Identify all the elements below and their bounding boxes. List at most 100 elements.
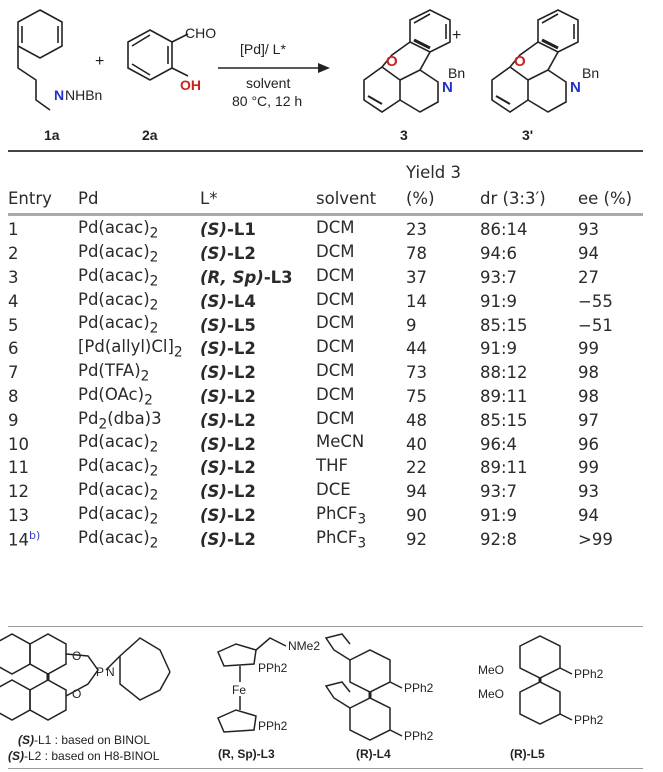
l5-label: (R)-L5: [510, 747, 545, 761]
col-yield: Yield 3(%): [406, 160, 480, 218]
product1-o: O: [386, 53, 398, 70]
pd-cell: [Pd(allyl)Cl]2: [78, 337, 183, 361]
ligand-structures: O O P N Fe NMe2 PPh2 PPh2 PPh2 PPh2 MeO …: [0, 633, 604, 763]
catalyst-label: [Pd]/ L*: [240, 41, 286, 57]
ee-cell: 99: [578, 458, 599, 478]
entry-cell: 12: [8, 482, 29, 502]
l3-fe: Fe: [232, 683, 246, 697]
product1-label: 3: [400, 127, 408, 143]
dr-cell: 92:8: [480, 529, 518, 549]
ligand-cell: (S)-L2: [200, 244, 256, 264]
l2-caption: (S)-L2 : based on H8-BINOL: [8, 749, 160, 763]
solvent-cell: DCM: [316, 218, 355, 238]
ee-cell: −51: [578, 315, 613, 335]
ligand-cell: (S)-L2: [200, 386, 256, 406]
table-top-rule: [8, 150, 643, 152]
l1-atom-o1: O: [72, 649, 81, 663]
ligand-cell: (S)-L2: [200, 505, 256, 525]
footnote-mark: b): [29, 529, 41, 542]
header-rule: [8, 213, 643, 216]
yield-cell: 90: [406, 505, 427, 525]
ee-cell: 94: [578, 505, 599, 525]
arrow-head: [318, 63, 330, 73]
yield-cell: 9: [406, 315, 417, 335]
entry-cell: 3: [8, 267, 19, 287]
ee-cell: 93: [578, 220, 599, 240]
dr-cell: 88:12: [480, 363, 528, 383]
yield-cell: 40: [406, 434, 427, 454]
pd-cell: Pd(acac)2: [78, 242, 159, 266]
reagent2-cho: CHO: [185, 25, 216, 41]
entry-cell: 9: [8, 410, 19, 430]
ligand-cell: (S)-L2: [200, 434, 256, 454]
dr-cell: 89:11: [480, 458, 528, 478]
pd-cell: Pd(OAc)2: [78, 384, 153, 409]
l3-pph2-a: PPh2: [258, 661, 288, 675]
l1-atom-p: P: [96, 665, 104, 679]
dr-cell: 86:14: [480, 220, 528, 240]
product2-bn: Bn: [582, 65, 599, 81]
l5-ome-a: MeO: [478, 663, 504, 677]
yield-cell: 22: [406, 458, 427, 478]
page-bottom-rule: [8, 768, 643, 769]
pd-cell: Pd(acac)2: [78, 480, 159, 504]
pd-cell: Pd(acac)2: [78, 313, 159, 337]
entry-cell: 4: [8, 291, 19, 311]
atom-n-blue: N: [54, 87, 64, 103]
col-pd: Pd: [78, 189, 99, 208]
yield-cell: 48: [406, 410, 427, 430]
yield-cell: 92: [406, 529, 427, 549]
entry-cell: 6: [8, 339, 19, 359]
ee-cell: >99: [578, 529, 613, 549]
plus-sign: +: [95, 53, 104, 70]
entry-cell: 7: [8, 363, 19, 383]
entry-cell: 5: [8, 315, 19, 335]
l5-pph2-b: PPh2: [574, 713, 604, 727]
l4-pph2-a: PPh2: [404, 681, 434, 695]
entry-cell: 2: [8, 244, 19, 264]
ligand-cell: (S)-L5: [200, 315, 256, 335]
yield-line1: Yield 3: [406, 163, 462, 182]
entry-cell: 13: [8, 505, 29, 525]
yield-cell: 73: [406, 363, 427, 383]
ligand-cell: (S)-L4: [200, 291, 256, 311]
dr-cell: 94:6: [480, 244, 518, 264]
col-ee: ee (%): [578, 189, 633, 208]
entry-cell: 1: [8, 220, 19, 240]
l5-ome-b: MeO: [478, 687, 504, 701]
product2-o: O: [514, 53, 526, 70]
dr-cell: 89:11: [480, 386, 528, 406]
ee-cell: −55: [578, 291, 613, 311]
ee-cell: 98: [578, 363, 599, 383]
pd-cell: Pd(acac)2: [78, 218, 159, 242]
reagent2-oh: OH: [180, 77, 201, 93]
ee-cell: 97: [578, 410, 599, 430]
l4-pph2-b: PPh2: [404, 729, 434, 743]
dr-cell: 85:15: [480, 315, 528, 335]
conditions-table: Entry Pd L* solvent Yield 3(%) dr (3:3′)…: [8, 160, 648, 551]
col-entry: Entry: [8, 189, 52, 208]
pd-cell: Pd(acac)2: [78, 432, 159, 456]
solvent-cell: DCM: [316, 408, 355, 428]
pd-cell: Pd(acac)2: [78, 289, 159, 313]
l1-atom-n: N: [106, 665, 115, 679]
dr-cell: 93:7: [480, 482, 518, 502]
dr-cell: 91:9: [480, 339, 518, 359]
yield-cell: 44: [406, 339, 427, 359]
l1-caption: (S)-L1 : based on BINOL: [18, 733, 150, 747]
ee-cell: 94: [578, 244, 599, 264]
entry-cell: 11: [8, 458, 29, 478]
dr-cell: 96:4: [480, 434, 518, 454]
yield-cell: 94: [406, 482, 427, 502]
conditions-label: 80 °C, 12 h: [232, 93, 302, 109]
reagent1-label: 1a: [44, 127, 60, 143]
